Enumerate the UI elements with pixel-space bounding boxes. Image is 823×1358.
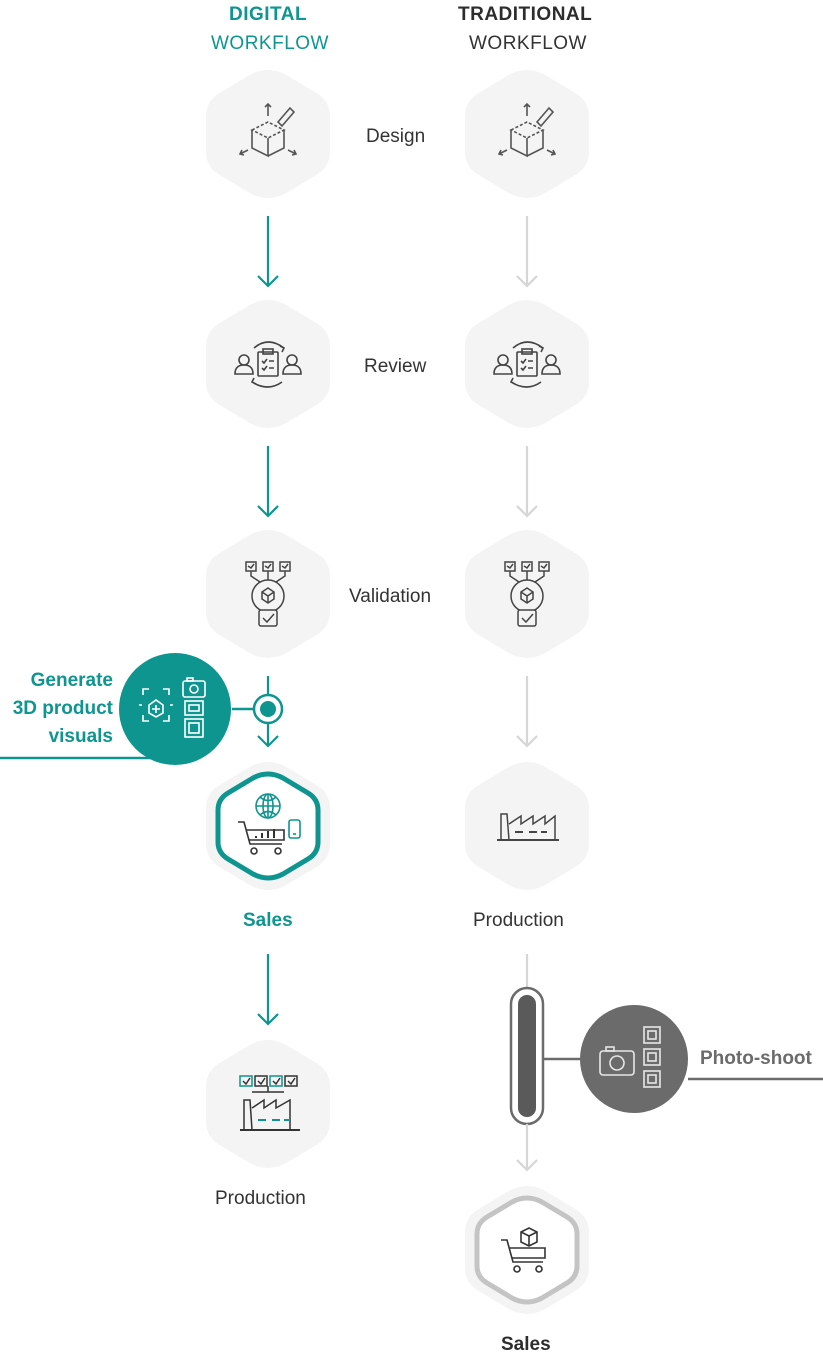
insert-photoshoot-label: Photo-shoot: [700, 1048, 812, 1069]
ecommerce-sales-icon: [238, 793, 301, 855]
digital-title: DIGITAL: [229, 4, 308, 25]
traditional-subtitle: WORKFLOW: [469, 33, 587, 54]
factory-icon: [497, 813, 559, 841]
shopping-cart-icon: [501, 1227, 546, 1273]
step-label-review: Review: [364, 356, 427, 377]
insert-generate-label-3: visuals: [48, 726, 113, 747]
traditional-arrow-1: [516, 216, 538, 288]
traditional-production-label: Production: [473, 910, 564, 931]
digital-design-hexagon: [206, 70, 330, 198]
3d-visuals-icon: [119, 653, 231, 765]
design-icon: [497, 102, 557, 158]
camera-icon: [580, 1005, 688, 1113]
traditional-arrow-2: [516, 446, 538, 518]
traditional-photoshoot-connector: [509, 954, 823, 1172]
review-icon: [493, 341, 561, 388]
digital-sales-hexagon: [206, 762, 330, 890]
review-icon: [234, 341, 302, 388]
traditional-sales-hexagon: [465, 1186, 589, 1314]
validation-icon: [504, 561, 550, 627]
step-label-design: Design: [366, 126, 426, 147]
traditional-review-hexagon: [465, 300, 589, 428]
digital-validation-hexagon: [206, 530, 330, 658]
traditional-validation-hexagon: [465, 530, 589, 658]
insert-generate-label-1: Generate: [30, 670, 113, 691]
traditional-arrow-3: [516, 676, 538, 748]
digital-arrow-2: [257, 446, 279, 518]
production-factory-icon: [239, 1075, 300, 1131]
digital-insert-connector: [0, 676, 284, 760]
validation-icon: [245, 561, 291, 627]
traditional-production-hexagon: [465, 762, 589, 890]
digital-arrow-3: [257, 954, 279, 1026]
digital-arrow-1: [257, 216, 279, 288]
insert-generate-label-2: 3D product: [12, 698, 113, 719]
digital-sales-label: Sales: [243, 910, 293, 931]
step-label-validation: Validation: [349, 586, 432, 607]
digital-review-hexagon: [206, 300, 330, 428]
traditional-title: TRADITIONAL: [458, 4, 593, 25]
traditional-sales-label: Sales: [501, 1334, 551, 1355]
design-icon: [238, 102, 298, 158]
digital-production-label: Production: [215, 1188, 306, 1209]
digital-production-hexagon: [206, 1040, 330, 1168]
traditional-design-hexagon: [465, 70, 589, 198]
digital-subtitle: WORKFLOW: [211, 33, 329, 54]
